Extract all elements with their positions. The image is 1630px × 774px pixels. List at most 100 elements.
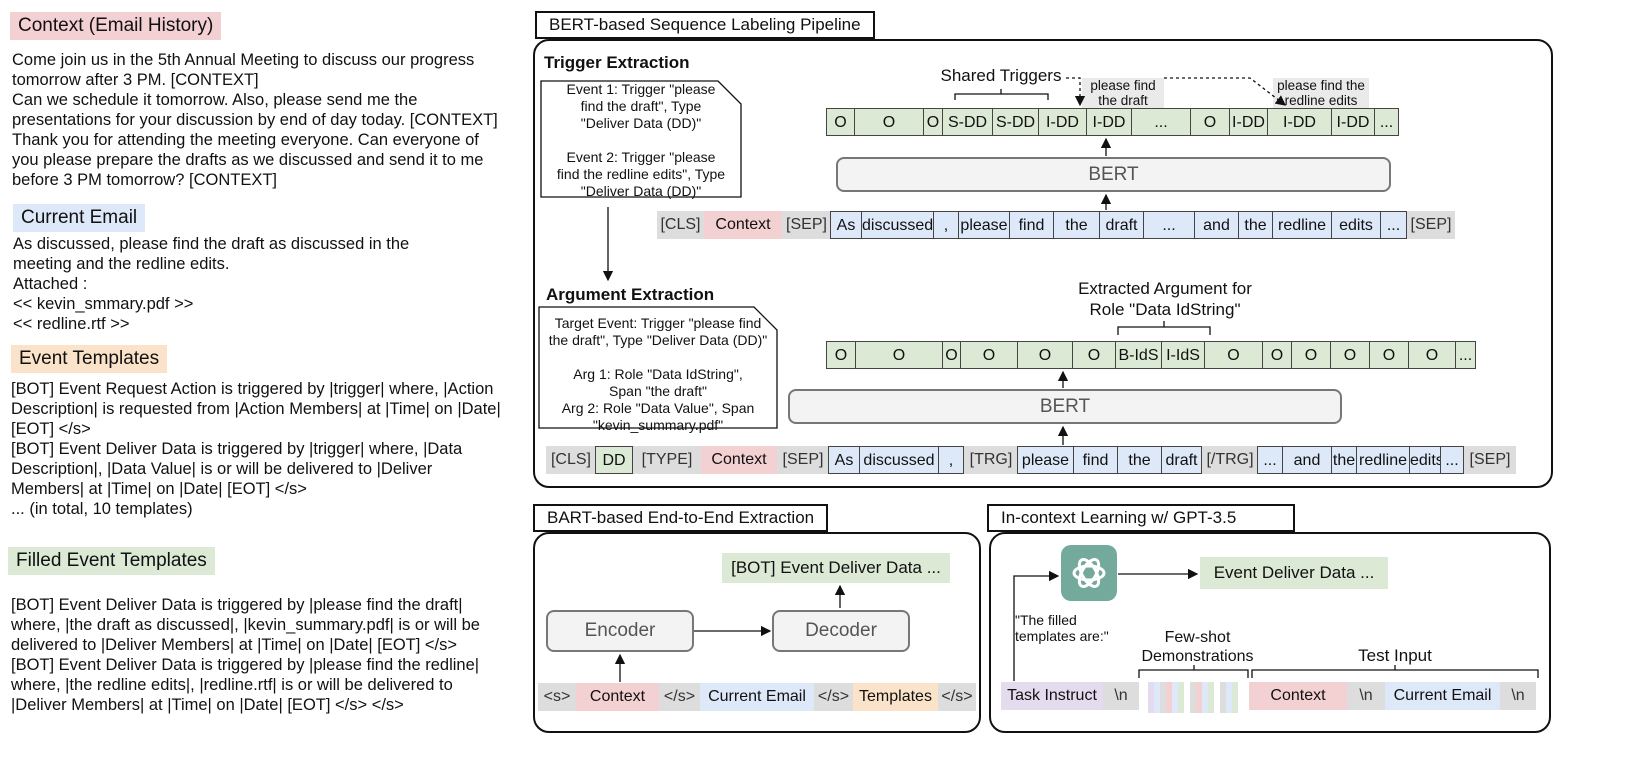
trigger-input-token-3: As [830,211,862,239]
extracted-argument-label: Extracted Argument for Role "Data IdStri… [1078,279,1252,319]
argument-label-11: O [1330,341,1370,369]
trigger-input-token-0: [CLS] [657,211,704,239]
trigger-label-10: I-DD [1267,108,1332,136]
few-shot-label: Few-shot Demonstrations [1141,629,1254,665]
trigger-input-token-10: ... [1143,211,1195,239]
trigger-input-token-6: please [958,211,1010,239]
context-text: Come join us in the 5th Annual Meeting t… [12,51,498,189]
argument-note: Target Event: Trigger "please find the d… [548,315,768,433]
few-shot-demo-segment-1 [1148,682,1154,713]
argument-input-token-4: [SEP] [777,446,829,474]
encoder-block: Encoder [546,610,694,652]
argument-label-3: O [960,341,1018,369]
context-label: Context (Email History) [10,12,222,40]
argument-input-token-2: [TYPE] [633,446,701,474]
few-shot-demo-segment-9 [1196,682,1202,713]
trigger-input-token-15: ... [1380,211,1407,239]
bart-input-token-0: <s> [538,683,576,711]
trigger-label-12: ... [1374,108,1399,136]
argument-input-token-18: edits [1409,446,1441,474]
filled-templates-text: [BOT] Event Deliver Data is triggered by… [11,596,480,714]
argument-extraction-heading: Argument Extraction [546,285,715,304]
few-shot-demo-segment-4 [1166,682,1172,713]
current-email-label: Current Email [13,204,146,232]
gpt-input-end-token-3: \n [1500,682,1536,710]
few-shot-demo-segment-0 [1142,682,1148,713]
argument-label-14: ... [1455,341,1476,369]
filled-templates-label: Filled Event Templates [8,547,215,575]
argument-input-token-16: the [1331,446,1357,474]
prompt-quote: "The filled templates are:" [1015,612,1109,644]
trigger-label-1: O [854,108,924,136]
current-email-text: As discussed, please find the draft as d… [13,235,410,333]
bart-input-row: <s>Context</s>Current Email</s>Templates… [538,683,976,713]
openai-logo-icon [1061,545,1117,601]
few-shot-demo-segment-15 [1232,682,1238,713]
argument-input-token-7: , [938,446,964,474]
bart-input-token-2: </s> [659,683,700,711]
argument-input-token-15: and [1282,446,1332,474]
few-shot-demo-segment-12 [1214,682,1220,713]
trigger-label-4: S-DD [992,108,1039,136]
trigger-label-11: I-DD [1331,108,1375,136]
bart-input-token-4: </s> [814,683,853,711]
gpt-input-start-token-0: Task Instruct [1001,682,1103,710]
bert-model-trigger: BERT [836,157,1391,192]
argument-label-0: O [826,341,856,369]
bart-panel-title: BART-based End-to-End Extraction [533,504,829,532]
trigger-input-token-8: the [1053,211,1100,239]
argument-label-9: O [1262,341,1292,369]
few-shot-demo-segment-6 [1178,682,1184,713]
few-shot-demo-segment-2 [1154,682,1160,713]
trigger-label-2: O [923,108,943,136]
bart-input-token-1: Context [576,683,659,711]
trigger-input-token-2: [SEP] [782,211,831,239]
trigger-input-token-16: [SEP] [1407,211,1455,239]
trigger-extraction-heading: Trigger Extraction [544,53,690,72]
argument-input-token-20: [SEP] [1464,446,1516,474]
few-shot-demo-segment-5 [1172,682,1178,713]
argument-label-13: O [1408,341,1456,369]
bart-input-token-6: </s> [938,683,976,711]
gpt-panel [989,532,1551,733]
shared-triggers-label: Shared Triggers [940,66,1062,85]
trigger-input-token-1: Context [704,211,782,239]
argument-input-token-12: draft [1161,446,1202,474]
argument-label-2: O [942,341,961,369]
trigger-label-7: ... [1131,108,1191,136]
few-shot-demo-strip [1142,682,1244,713]
gpt-input-start-token-1: \n [1103,682,1139,710]
argument-input-token-1: DD [595,446,633,474]
decoder-block: Decoder [772,610,910,652]
argument-label-8: O [1204,341,1263,369]
bert-model-argument: BERT [788,389,1342,424]
bart-input-token-5: Templates [853,683,938,711]
argument-input-token-10: find [1073,446,1118,474]
few-shot-demo-segment-7 [1184,682,1190,713]
argument-input-token-17: redline [1356,446,1410,474]
argument-label-10: O [1291,341,1331,369]
argument-label-5: O [1072,341,1116,369]
argument-input-token-3: Context [701,446,777,474]
argument-note-shape [538,306,778,429]
argument-input-token-6: discussed [859,446,939,474]
gpt-input-end-token-2: Current Email [1385,682,1500,710]
argument-label-12: O [1369,341,1409,369]
event-templates-text: [BOT] Event Request Action is triggered … [11,380,501,518]
argument-label-4: O [1017,341,1073,369]
argument-input-token-8: [TRG] [964,446,1018,474]
callout-redline: please find the redline edits [1273,78,1369,108]
trigger-label-6: I-DD [1086,108,1132,136]
event-templates-label: Event Templates [11,345,168,373]
bart-panel [533,532,981,733]
bert-panel-title: BERT-based Sequence Labeling Pipeline [535,11,875,39]
few-shot-demo-segment-16 [1238,682,1244,713]
bart-output: [BOT] Event Deliver Data ... [722,553,950,583]
gpt-input-end-token-1: \n [1347,682,1385,710]
trigger-input-token-4: discussed [861,211,934,239]
argument-input-token-9: please [1017,446,1074,474]
